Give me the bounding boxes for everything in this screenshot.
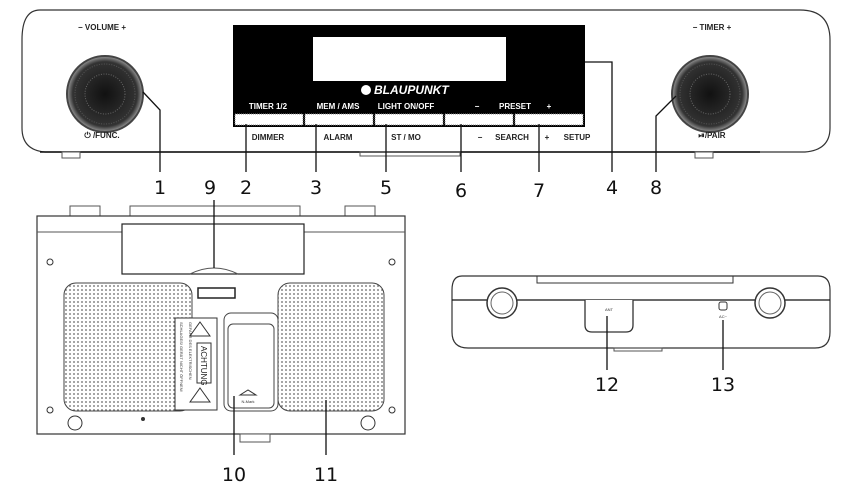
label-st-mo: ST / MO — [391, 133, 421, 142]
label-plus: + — [547, 102, 552, 111]
callout-4: 4 — [606, 177, 618, 199]
callout-6: 6 — [455, 180, 467, 202]
warning-triangle-icon — [189, 321, 211, 337]
label-minus: − — [475, 102, 480, 111]
callout-9: 9 — [204, 177, 216, 199]
warning-label: ACHTUNG GEFAHR DES ELEKTRISCHEN SCHLAGES… — [174, 317, 218, 411]
callout-10: 10 — [222, 464, 246, 486]
warning-line: GEFAHR DES ELEKTRISCHEN — [188, 322, 193, 380]
left-speaker-grille — [63, 282, 193, 412]
callout-3: 3 — [310, 177, 322, 199]
button-row — [234, 113, 584, 126]
brand-logo-icon — [361, 85, 371, 95]
aux-jack — [718, 301, 728, 311]
callout-7: 7 — [533, 180, 545, 202]
label-dimmer: DIMMER — [252, 133, 285, 142]
volume-label: − VOLUME + — [78, 23, 126, 32]
side-view: ANT AC~ 12 13 — [451, 275, 831, 396]
callout-8: 8 — [650, 177, 662, 199]
nfc-icon — [238, 389, 258, 396]
volume-knob[interactable] — [66, 55, 144, 133]
timer-button[interactable] — [234, 113, 304, 126]
ant-label: ANT — [605, 307, 614, 312]
light-button[interactable] — [374, 113, 444, 126]
nfc-cover: N-Mark — [223, 312, 279, 412]
preset-minus-button[interactable] — [444, 113, 514, 126]
callout-11: 11 — [314, 464, 338, 486]
label-search-minus: − — [478, 133, 483, 142]
ac-label: AC~ — [719, 314, 728, 319]
callout-5: 5 — [380, 177, 392, 199]
timer-label: − TIMER + — [693, 23, 732, 32]
label-setup: SETUP — [564, 133, 591, 142]
label-alarm: ALARM — [324, 133, 353, 142]
label-search-plus: + — [545, 133, 550, 142]
power-func-label: ⏻ /FUNC. — [84, 131, 119, 140]
callout-13: 13 — [711, 374, 735, 396]
brand-name: BLAUPUNKT — [374, 83, 450, 97]
play-pair-label: ⏯/PAIR — [698, 131, 725, 140]
warning-triangle-icon — [189, 387, 211, 403]
preset-plus-button[interactable] — [514, 113, 584, 126]
leader-lines — [142, 61, 677, 172]
front-view: − VOLUME + ⏻ /FUNC. − TIMER + ⏯/PAIR BLA… — [21, 9, 831, 202]
warning-line: SCHLAGES! GERÄT NICHT ÖFFNEN! — [179, 322, 184, 392]
nfc-label: N-Mark — [241, 399, 254, 404]
label-mem-ams: MEM / AMS — [317, 102, 360, 111]
callout-12: 12 — [595, 374, 619, 396]
rear-view: 9 ACHTUNG GEFAHR DES ELEKTRISCHEN SCHLAG… — [36, 177, 406, 486]
label-search: SEARCH — [495, 133, 529, 142]
label-light: LIGHT ON/OFF — [378, 102, 435, 111]
warning-title: ACHTUNG — [199, 346, 208, 386]
callout-2: 2 — [240, 177, 252, 199]
label-preset: PRESET — [499, 102, 531, 111]
right-speaker-grille — [277, 282, 385, 412]
callout-1: 1 — [154, 177, 166, 199]
display-window — [313, 37, 506, 81]
label-timer: TIMER 1/2 — [249, 102, 288, 111]
mem-button[interactable] — [304, 113, 374, 126]
timer-knob[interactable] — [671, 55, 749, 133]
